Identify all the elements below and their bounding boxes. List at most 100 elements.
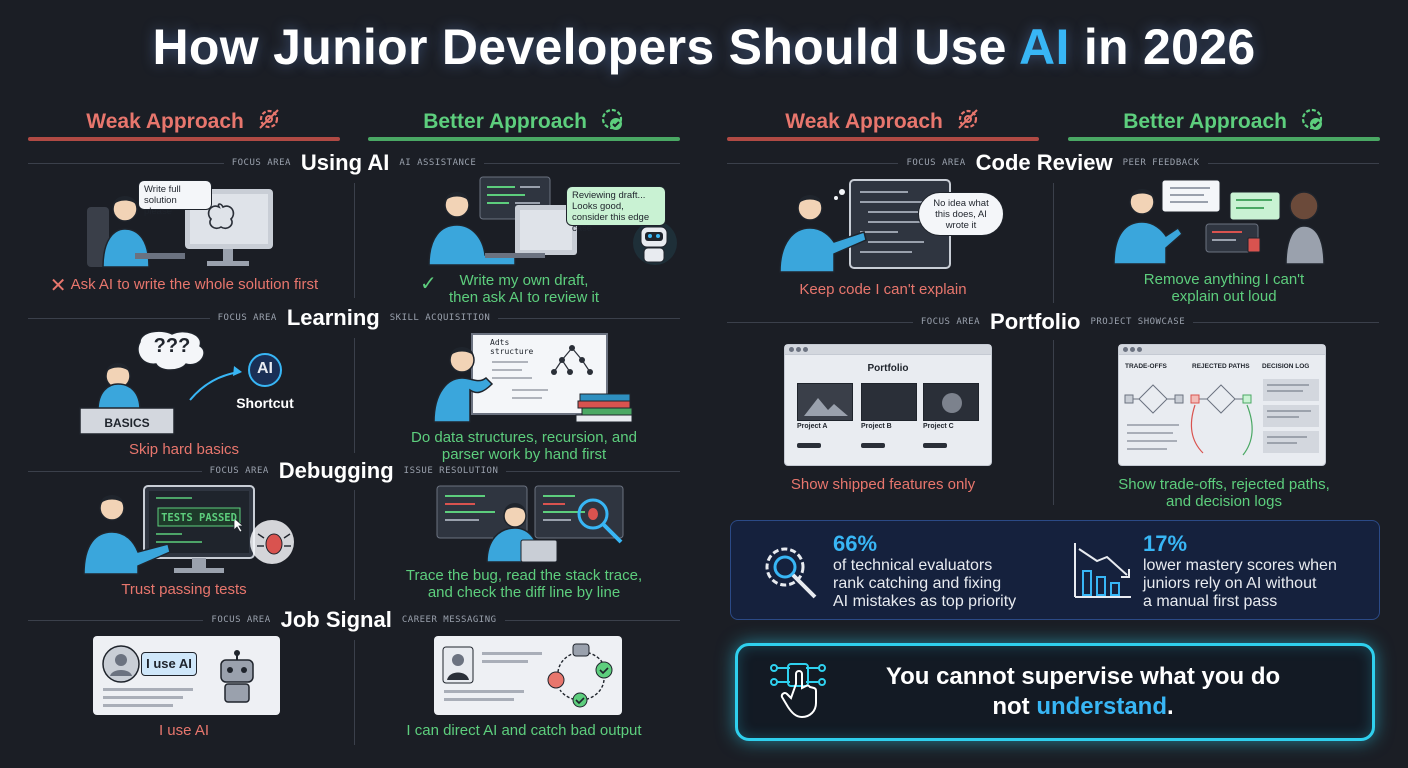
- broken-gear-icon: [258, 109, 279, 129]
- job-signal-better-caption: I can direct AI and catch bad output: [406, 722, 642, 739]
- job-signal-better-card: [434, 636, 622, 715]
- question-marks: ???: [153, 335, 191, 357]
- project-label-b: Project B: [861, 423, 892, 430]
- code-review-better-caption: Remove anything I can't explain out loud: [1143, 271, 1305, 305]
- stat-1-percent: 66%: [833, 531, 878, 556]
- gear-magnifier-icon: [765, 547, 817, 599]
- board-title: Adts structure: [490, 338, 534, 356]
- check-icon: ✓: [420, 273, 437, 295]
- project-thumb-c: [923, 383, 979, 421]
- text-line: [103, 704, 173, 707]
- divider: [354, 183, 355, 298]
- section-header-job-signal: FOCUS AREA Job Signal CAREER MESSAGING: [28, 607, 680, 633]
- project-thumb-b: [861, 383, 917, 421]
- page-title: How Junior Developers Should Use AI in 2…: [152, 19, 1256, 75]
- portfolio-title: Portfolio: [867, 363, 909, 374]
- better-underline-right: [1068, 137, 1380, 141]
- window-titlebar: [1119, 345, 1325, 355]
- quote-text: You cannot supervise what you do not und…: [885, 663, 1281, 720]
- user-avatar-icon: [102, 645, 140, 683]
- using-ai-better-illustration: [428, 176, 677, 266]
- project-button: [923, 443, 947, 448]
- text-line: [444, 698, 514, 701]
- learning-better-illustration: [433, 333, 633, 423]
- quote-highlight: understand: [1036, 693, 1167, 720]
- project-thumb-a: [797, 383, 853, 421]
- tests-passed-label: TESTS PASSED: [161, 512, 237, 524]
- using-ai-better-bubble: Reviewing draft... Looks good, consider …: [566, 186, 666, 234]
- code-review-better-illustration: [1113, 179, 1325, 265]
- weak-approach-heading-right: Weak Approach: [727, 106, 1039, 134]
- weak-underline-right: [727, 137, 1039, 141]
- window-titlebar: [785, 345, 991, 355]
- divider: [354, 490, 355, 600]
- declining-chart-icon: [1074, 543, 1131, 598]
- divider: [1053, 340, 1054, 505]
- stats-panel: 66% of technical evaluators rank catchin…: [730, 520, 1380, 620]
- divider: [354, 338, 355, 453]
- window-dot: [1137, 347, 1142, 352]
- project-label-c: Project C: [923, 423, 954, 430]
- section-header-debugging: FOCUS AREA Debugging ISSUE RESOLUTION: [28, 458, 680, 484]
- window-dot: [1130, 347, 1135, 352]
- text-line: [482, 660, 528, 663]
- portfolio-better-caption: Show trade-offs, rejected paths, and dec…: [1118, 476, 1330, 510]
- stat-2-percent: 17%: [1143, 531, 1188, 556]
- check-gear-icon: [1301, 108, 1322, 130]
- learning-weak-illustration: [79, 330, 282, 435]
- basics-label: BASICS: [104, 416, 150, 430]
- text-line: [482, 652, 542, 655]
- weak-underline-left: [28, 137, 340, 141]
- job-signal-weak-card: I use AI: [93, 636, 280, 715]
- column-rejected-paths: REJECTED PATHS: [1192, 363, 1250, 370]
- job-signal-weak-caption: I use AI: [158, 722, 210, 739]
- shortcut-label: Shortcut: [236, 395, 294, 411]
- x-icon: ✕: [49, 275, 67, 297]
- weak-approach-heading-left: Weak Approach: [28, 106, 340, 134]
- robot-icon: [220, 650, 254, 703]
- window-dot: [1123, 347, 1128, 352]
- using-ai-weak-caption: ✕Ask AI to write the whole solution firs…: [49, 275, 319, 297]
- sphere-image-icon: [942, 393, 962, 413]
- text-line: [444, 690, 524, 693]
- section-header-learning: FOCUS AREA Learning SKILL ACQUISITION: [28, 305, 680, 331]
- better-underline-left: [368, 137, 680, 141]
- check-gear-icon: [601, 108, 622, 130]
- section-header-using-ai: FOCUS AREA Using AI AI ASSISTANCE: [28, 150, 680, 176]
- window-dot: [796, 347, 801, 352]
- project-button: [861, 443, 885, 448]
- decision-diagram: [1124, 379, 1319, 456]
- title-highlight: AI: [1019, 19, 1070, 75]
- text-line: [103, 696, 183, 699]
- better-approach-heading-left: Better Approach: [368, 106, 680, 134]
- portfolio-better-window: TRADE-OFFS REJECTED PATHS DECISION LOG: [1118, 344, 1326, 466]
- touch-network-icon: [770, 663, 826, 719]
- better-approach-heading-right: Better Approach: [1068, 106, 1380, 134]
- broken-gear-icon: [957, 109, 978, 129]
- divider: [354, 640, 355, 745]
- ai-review-cycle-icon: [547, 643, 613, 708]
- debugging-weak-caption: Trust passing tests: [121, 581, 247, 598]
- using-ai-weak-bubble: Write full solution please: [138, 180, 212, 217]
- column-trade-offs: TRADE-OFFS: [1125, 363, 1167, 370]
- section-header-code-review: FOCUS AREA Code Review PEER FEEDBACK: [727, 150, 1379, 176]
- debugging-better-illustration: [436, 485, 624, 563]
- code-review-weak-caption: Keep code I can't explain: [799, 281, 967, 298]
- portfolio-weak-window: Portfolio Project A Project B Project C: [784, 344, 992, 466]
- debugging-weak-illustration: [83, 485, 294, 575]
- professional-avatar-icon: [442, 646, 474, 684]
- window-dot: [803, 347, 808, 352]
- ai-chip-label: AI: [257, 360, 273, 377]
- project-label-a: Project A: [797, 423, 828, 430]
- i-use-ai-tag: I use AI: [141, 652, 197, 676]
- stat-1-text: of technical evaluators rank catching an…: [833, 557, 1017, 610]
- learning-weak-caption: Skip hard basics: [128, 441, 240, 458]
- learning-better-caption: Do data structures, recursion, and parse…: [411, 429, 637, 463]
- divider: [1053, 183, 1054, 303]
- portfolio-weak-caption: Show shipped features only: [790, 476, 976, 493]
- project-button: [797, 443, 821, 448]
- section-header-portfolio: FOCUS AREA Portfolio PROJECT SHOWCASE: [727, 309, 1379, 335]
- mountain-image-icon: [804, 398, 848, 416]
- code-review-weak-bubble: No idea what this does, AI wrote it: [918, 192, 1004, 236]
- text-line: [103, 688, 193, 691]
